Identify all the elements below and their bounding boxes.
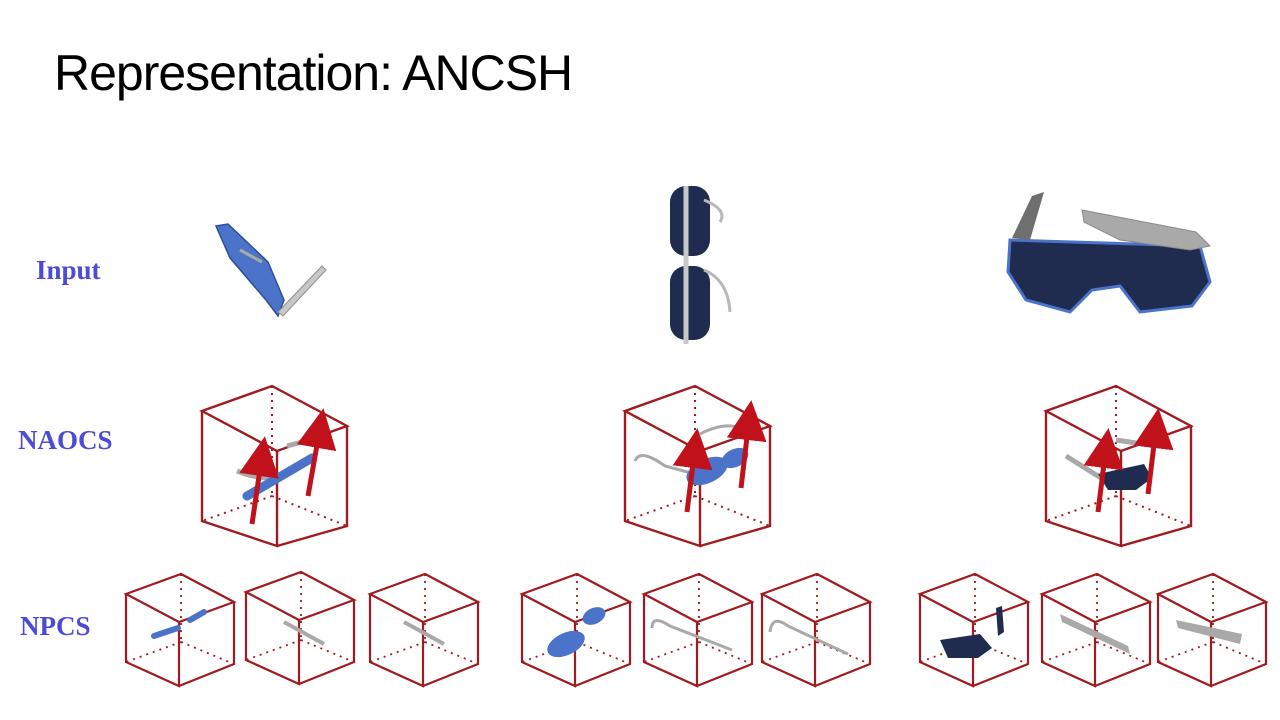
npcs-cube-2-3 — [760, 572, 872, 688]
input-glasses-3 — [1006, 192, 1212, 314]
row-label-input: Input — [36, 255, 101, 285]
npcs-cube-1-2 — [244, 570, 356, 686]
npcs-cube-2-1 — [520, 572, 632, 688]
row-label-npcs: NPCS — [20, 611, 91, 641]
npcs-cube-3-2 — [1040, 572, 1152, 688]
naocs-cube-1 — [200, 384, 349, 548]
npcs-cube-1-1 — [124, 572, 236, 688]
naocs-cube-2 — [623, 384, 772, 548]
naocs-cube-3 — [1044, 384, 1193, 548]
slide-title: Representation: ANCSH — [54, 45, 573, 101]
npcs-cube-1-3 — [368, 572, 480, 688]
input-glasses-2 — [670, 186, 732, 344]
npcs-cube-3-1 — [918, 572, 1030, 688]
row-label-naocs: NAOCS — [18, 425, 113, 455]
npcs-cube-2-2 — [642, 572, 754, 688]
input-glasses-1 — [214, 223, 327, 318]
npcs-cube-3-3 — [1156, 572, 1268, 688]
